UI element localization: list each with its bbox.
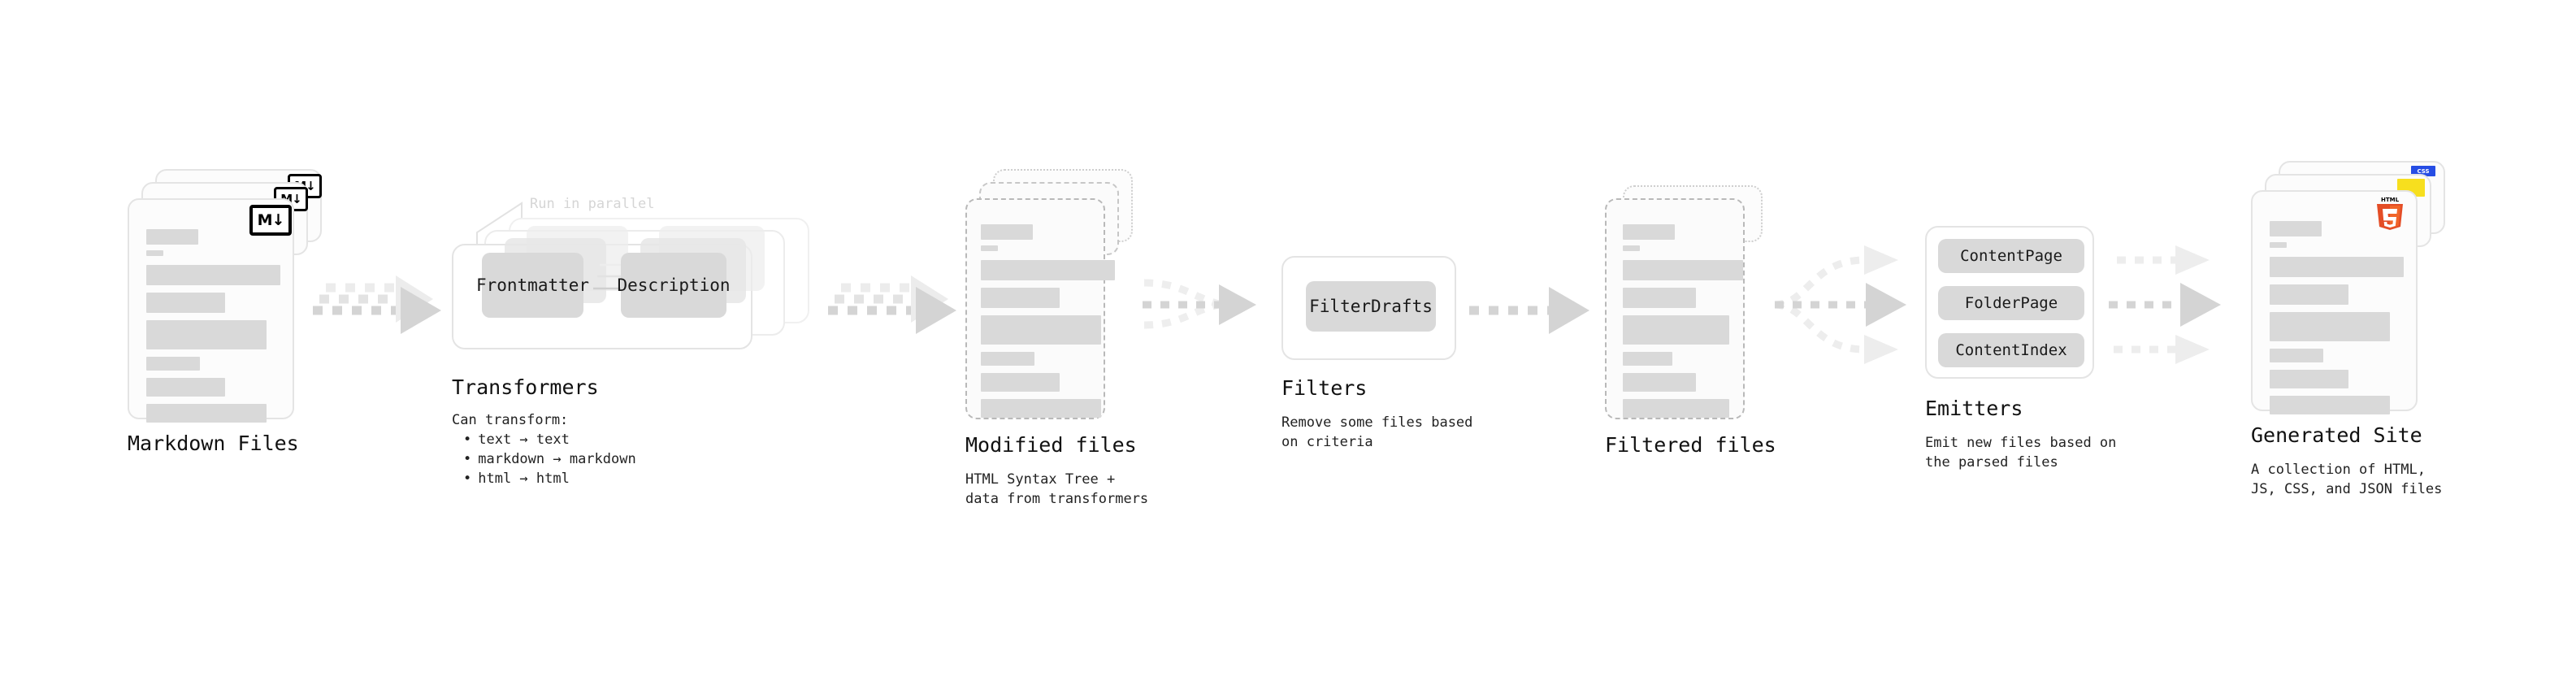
placeholder-line xyxy=(146,293,225,313)
modified-card-front xyxy=(965,198,1115,419)
transformers-title: Transformers xyxy=(452,375,599,399)
markdown-icon-front: M↓ xyxy=(249,205,292,236)
placeholder-line xyxy=(1623,224,1675,240)
description-chip[interactable]: Description xyxy=(617,253,731,318)
generated-site-title: Generated Site xyxy=(2251,423,2422,447)
placeholder-line xyxy=(981,288,1060,308)
placeholder-line xyxy=(981,373,1060,392)
frontmatter-chip[interactable]: Frontmatter xyxy=(476,253,589,318)
placeholder-line xyxy=(146,265,280,285)
placeholder-line xyxy=(146,378,225,397)
arrow-filters-to-filtered xyxy=(1469,287,1589,334)
modified-placeholder-lines xyxy=(981,224,1115,425)
arrow-markdown-to-transformers xyxy=(313,275,441,334)
placeholder-line xyxy=(1623,373,1696,392)
arrow-transformers-to-modified xyxy=(828,275,956,334)
transformers-bullet-item: markdown → markdown xyxy=(463,449,635,469)
modified-files-stack xyxy=(965,163,1152,431)
arrow-modified-to-filters xyxy=(1143,279,1256,329)
placeholder-line xyxy=(146,404,267,423)
placeholder-line xyxy=(146,320,267,349)
transformers-bullet-list: text → text markdown → markdown html → h… xyxy=(452,430,636,488)
modified-files-title: Modified files xyxy=(965,433,1137,457)
filters-title: Filters xyxy=(1281,376,1368,400)
css-icon: CSS xyxy=(2411,166,2435,176)
run-in-parallel-label: Run in parallel xyxy=(530,196,655,212)
placeholder-line xyxy=(981,352,1034,366)
markdown-placeholder-lines xyxy=(146,229,280,430)
placeholder-line xyxy=(2270,221,2322,236)
placeholder-line xyxy=(1623,399,1729,418)
placeholder-line xyxy=(981,245,998,251)
transformers-bullet-item: html → html xyxy=(463,469,636,488)
placeholder-line xyxy=(2270,284,2348,305)
placeholder-line xyxy=(1623,288,1696,308)
transformers-bullet-item: text → text xyxy=(463,430,636,449)
placeholder-line xyxy=(1623,352,1672,366)
placeholder-line xyxy=(146,229,198,245)
generated-site-subtitle: A collection of HTML, JS, CSS, and JSON … xyxy=(2251,462,2443,497)
contentpage-chip[interactable]: ContentPage xyxy=(1938,239,2084,273)
placeholder-line xyxy=(981,399,1101,418)
emitters-subtitle: Emit new files based on the parsed files xyxy=(1925,435,2117,471)
markdown-files-stack: M↓ M↓ M↓ xyxy=(128,163,322,431)
run-in-parallel-bracket xyxy=(476,202,523,250)
arrow-filtered-to-emitters xyxy=(1774,245,1906,364)
filterdrafts-chip[interactable]: FilterDrafts xyxy=(1306,281,1436,332)
placeholder-line xyxy=(1623,315,1729,345)
generated-site-stack: CSS HTML xyxy=(2251,154,2454,431)
placeholder-line xyxy=(981,224,1033,240)
emitters-title: Emitters xyxy=(1925,397,2023,420)
markdown-files-title: Markdown Files xyxy=(128,432,299,455)
filtered-files-stack xyxy=(1605,163,1792,431)
emitters-panel: ContentPage FolderPage ContentIndex xyxy=(1925,226,2094,379)
placeholder-line xyxy=(1623,245,1640,251)
placeholder-line xyxy=(146,357,200,371)
filters-subtitle: Remove some files based on criteria xyxy=(1281,414,1473,450)
placeholder-line xyxy=(2270,257,2404,277)
transformers-group: Run in parallel xyxy=(452,193,826,356)
placeholder-line xyxy=(1623,260,1743,280)
folderpage-chip[interactable]: FolderPage xyxy=(1938,286,2084,320)
placeholder-line xyxy=(981,315,1101,345)
filtered-placeholder-lines xyxy=(1623,224,1743,425)
transformers-bullets: Can transform: text → text markdown → ma… xyxy=(452,410,636,488)
contentindex-chip[interactable]: ContentIndex xyxy=(1938,333,2084,367)
placeholder-line xyxy=(2270,349,2323,362)
arrow-emitters-to-site xyxy=(2109,245,2221,364)
modified-files-subtitle: HTML Syntax Tree + data from transformer… xyxy=(965,471,1149,507)
placeholder-line xyxy=(981,260,1115,280)
generated-placeholder-lines xyxy=(2270,221,2404,422)
filters-panel: FilterDrafts xyxy=(1281,256,1456,360)
html5-icon: HTML xyxy=(2374,195,2405,231)
placeholder-line xyxy=(2270,396,2390,414)
filtered-card-front xyxy=(1605,198,1745,419)
svg-text:HTML: HTML xyxy=(2381,197,2400,203)
placeholder-line xyxy=(146,250,163,256)
placeholder-line xyxy=(2270,312,2390,341)
transformers-bullets-head: Can transform: xyxy=(452,412,569,428)
placeholder-line xyxy=(2270,370,2348,388)
placeholder-line xyxy=(2270,242,2287,248)
filtered-files-title: Filtered files xyxy=(1605,433,1776,457)
